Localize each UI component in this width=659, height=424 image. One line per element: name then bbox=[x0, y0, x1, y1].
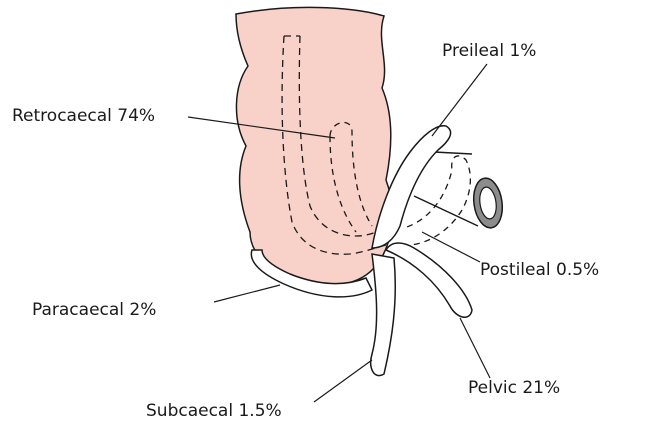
leader-paracaecal bbox=[214, 285, 280, 302]
label-postileal: Postileal 0.5% bbox=[480, 262, 599, 279]
label-retrocaecal: Retrocaecal 74% bbox=[12, 108, 155, 125]
label-pelvic: Pelvic 21% bbox=[468, 380, 560, 397]
subcaecal-appendix bbox=[371, 254, 396, 376]
label-paracaecal: Paracaecal 2% bbox=[32, 302, 156, 319]
label-subcaecal: Subcaecal 1.5% bbox=[146, 403, 282, 420]
leader-pelvic bbox=[460, 318, 490, 378]
caecum bbox=[236, 7, 392, 285]
terminal-ileum bbox=[414, 152, 505, 230]
leader-postileal bbox=[422, 232, 480, 262]
leader-preileal bbox=[432, 64, 487, 136]
leader-subcaecal bbox=[314, 360, 372, 402]
label-preileal: Preileal 1% bbox=[442, 43, 536, 60]
pelvic-appendix bbox=[386, 243, 472, 317]
